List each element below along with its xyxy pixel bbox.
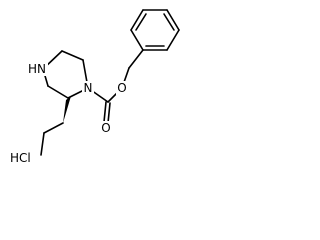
bond-c3-c4 [47, 85, 69, 99]
bond-carbonyl-o-2 [107, 102, 111, 124]
propyl-chain [40, 122, 64, 156]
benzene-bond-2 [166, 29, 180, 51]
carbamate-group [87, 49, 144, 124]
chemical-structure: HN N O O HCl [10, 9, 180, 165]
benzene-double-3 [135, 13, 147, 31]
ring-n-label-bg [82, 81, 94, 95]
ester-o-label-bg [116, 81, 128, 95]
bond-c1-c2 [61, 50, 84, 61]
benzene-bond-6 [130, 29, 144, 51]
carbonyl-o-label: O [101, 121, 110, 135]
amine-nh-label: HN [28, 62, 46, 76]
bond-propyl-1 [43, 122, 64, 134]
bond-carbonyl-o-1 [103, 101, 107, 123]
benzene-double-2 [163, 13, 175, 31]
piperazine-ring [42, 50, 89, 99]
salt-label: HCl [10, 151, 31, 165]
ring-n-label: N [84, 81, 93, 95]
ester-o-label: O [117, 81, 126, 95]
amine-label-bg [28, 62, 48, 76]
bond-ch2-phenyl [128, 49, 144, 69]
stereo-wedge-bond [63, 96, 71, 123]
benzene-bond-3 [166, 9, 180, 31]
carbonyl-o-label-bg [100, 121, 112, 135]
benzene-ring [130, 9, 180, 51]
benzene-bond-5 [130, 9, 144, 31]
bond-propyl-2 [40, 132, 45, 156]
